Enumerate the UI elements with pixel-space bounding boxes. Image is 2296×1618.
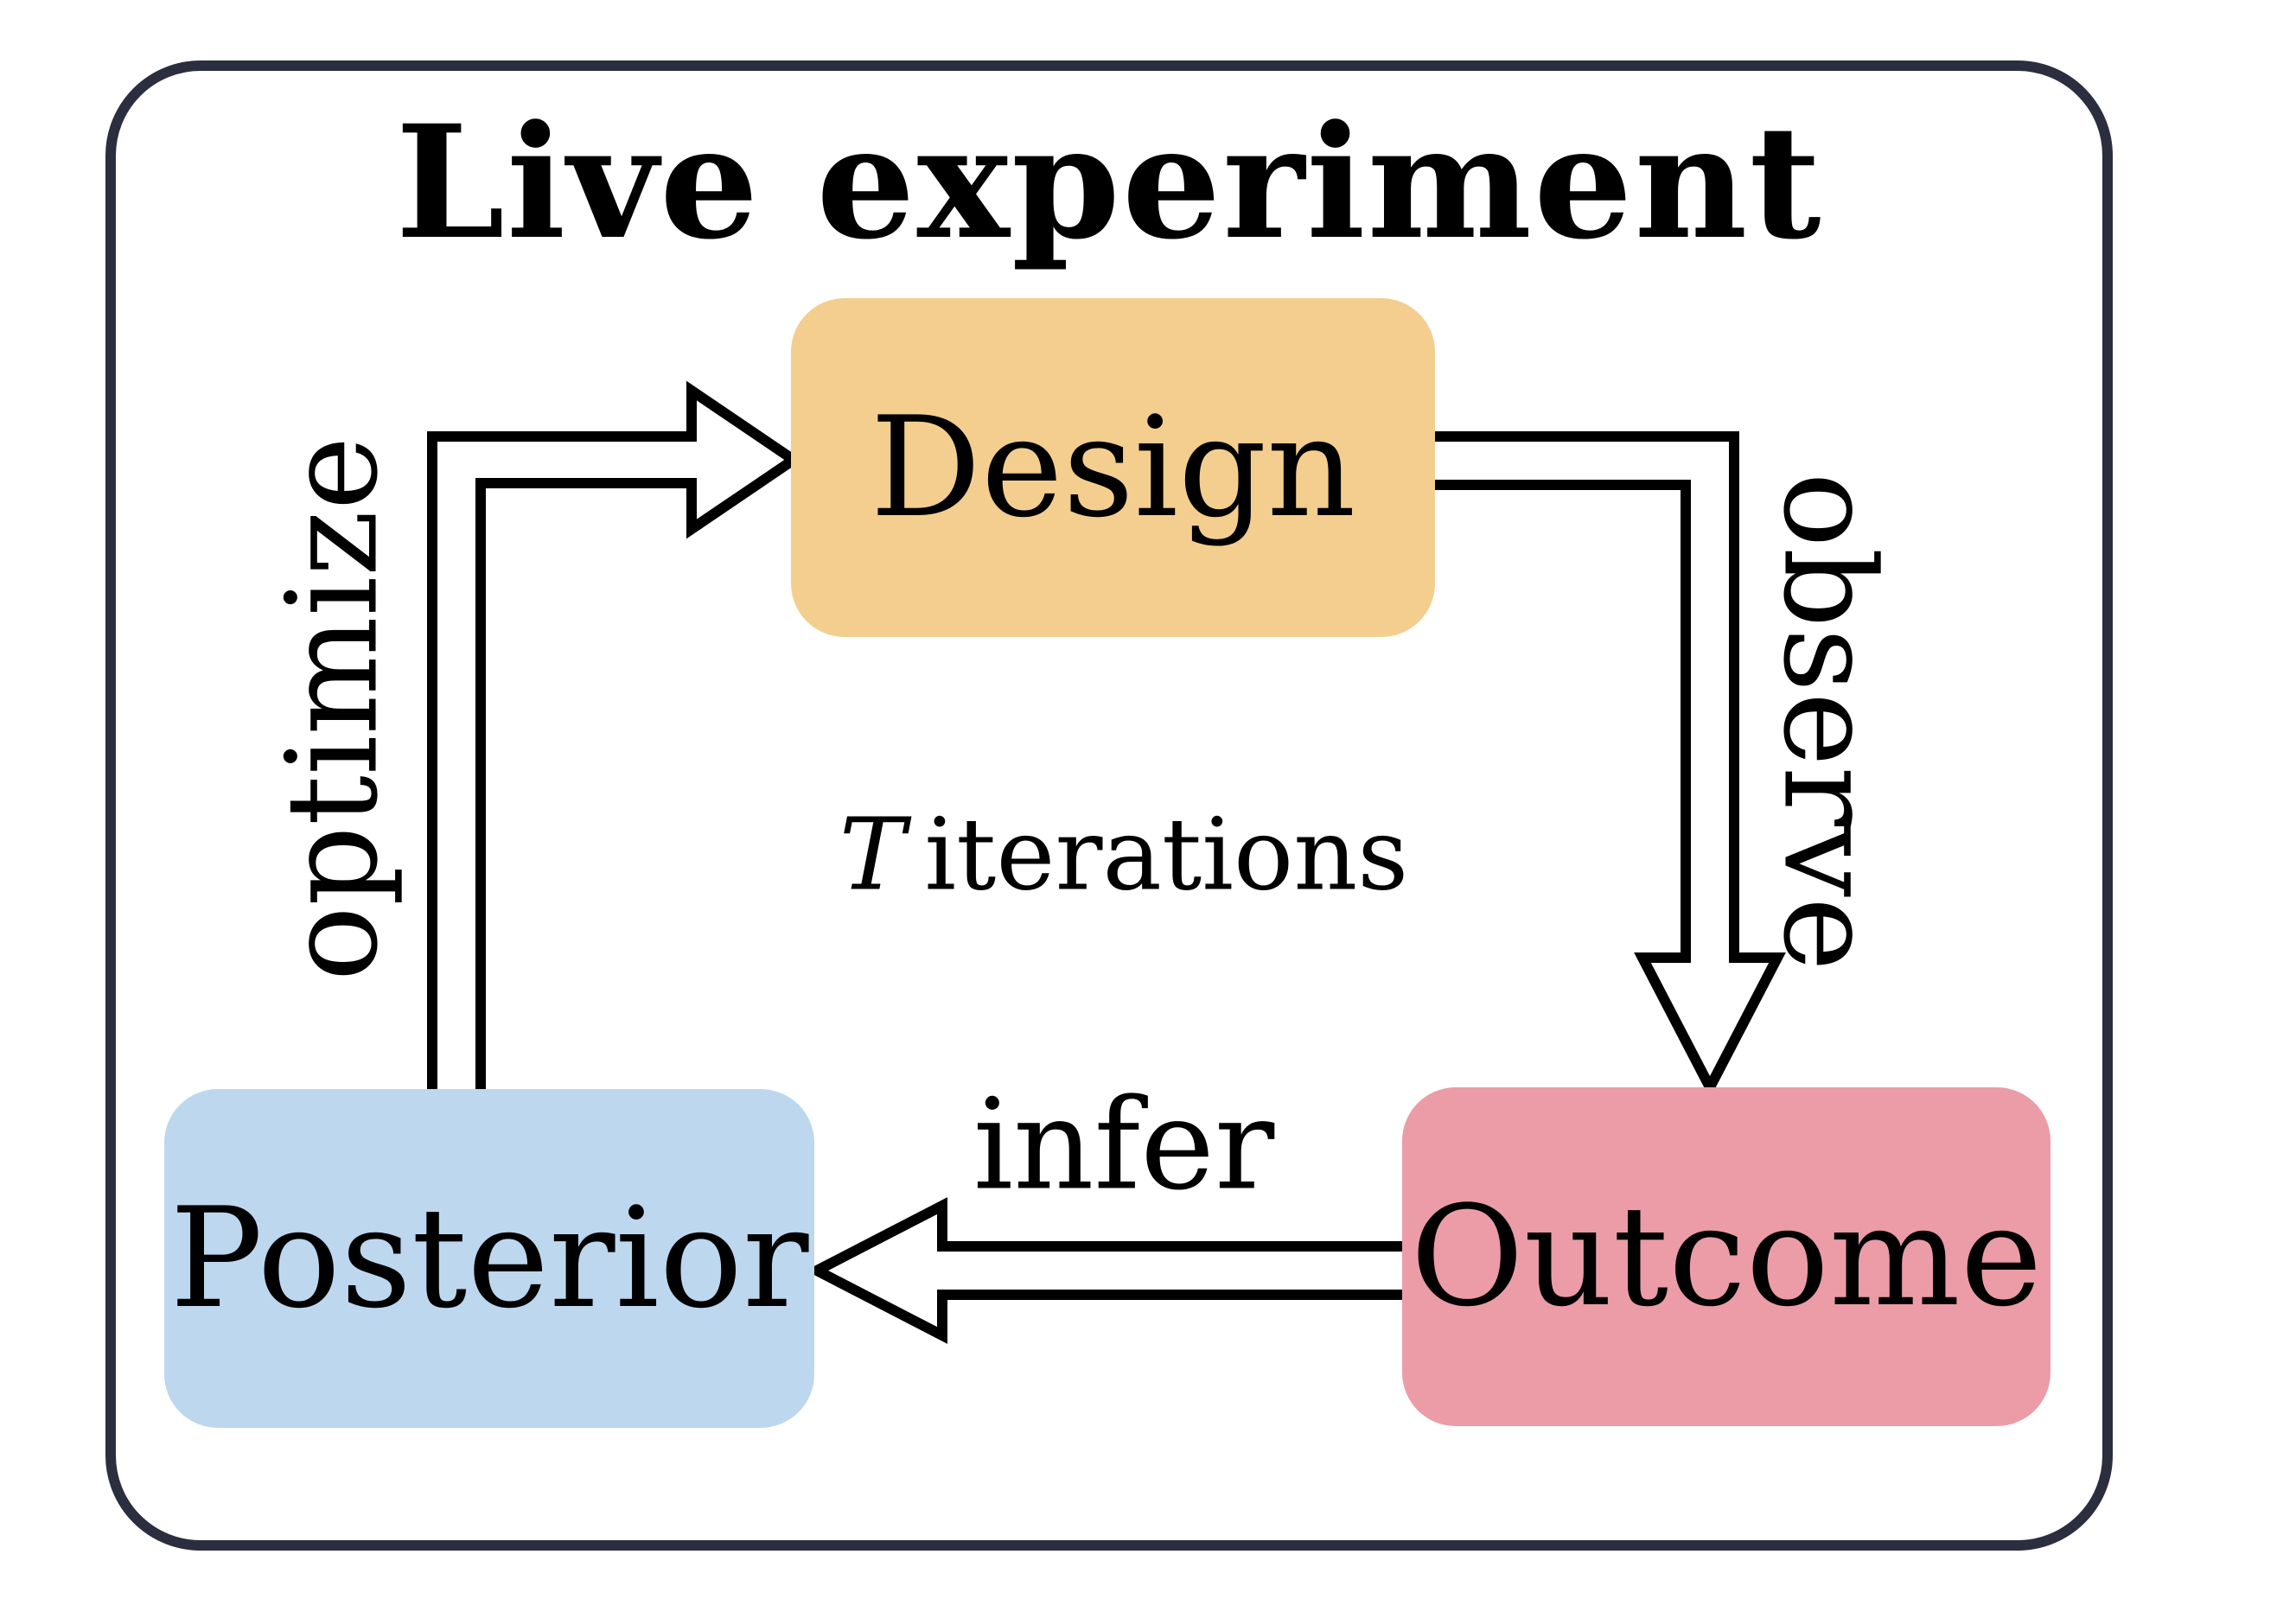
infer-edge-label: infer bbox=[973, 1072, 1275, 1219]
outcome-node-label: Outcome bbox=[1410, 1175, 2043, 1337]
infer-arrow bbox=[805, 1197, 1423, 1344]
iteration-text: iterations bbox=[924, 797, 1409, 914]
design-node-label: Design bbox=[870, 386, 1356, 548]
live-experiment-frame bbox=[105, 61, 2113, 1551]
observe-arrow bbox=[1417, 431, 1786, 1099]
iteration-count-symbol: T bbox=[839, 797, 906, 914]
optimize-arrow bbox=[427, 380, 803, 1107]
optimize-edge-label: optimize bbox=[259, 436, 406, 982]
observe-edge-label: observe bbox=[1755, 472, 1902, 971]
diagram-title: Live experiment bbox=[395, 92, 1823, 274]
design-node: Design bbox=[791, 298, 1435, 637]
posterior-node: Posterior bbox=[164, 1089, 814, 1428]
outcome-node: Outcome bbox=[1402, 1087, 2050, 1426]
posterior-node-label: Posterior bbox=[169, 1177, 809, 1339]
